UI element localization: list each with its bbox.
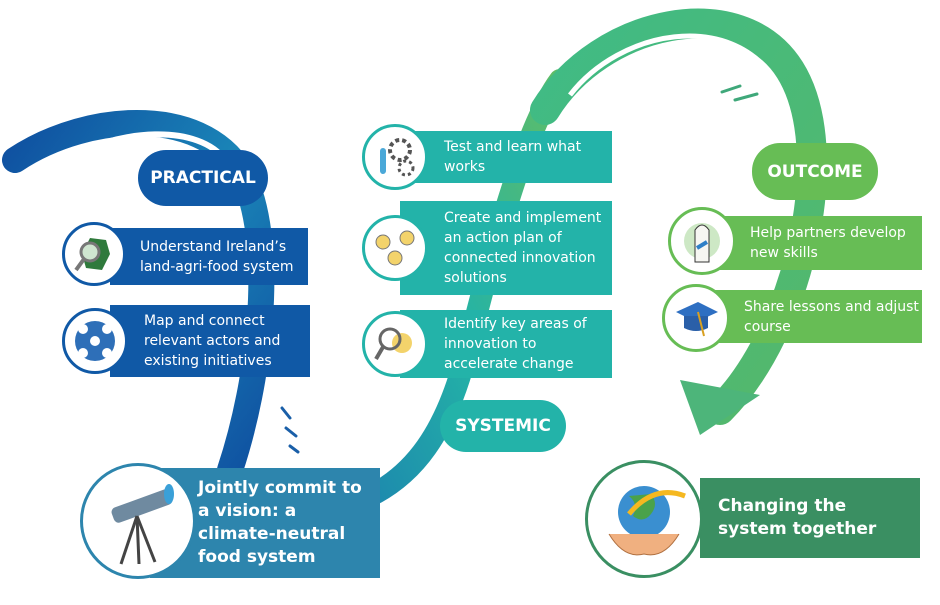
outcome-arrowhead (680, 380, 760, 435)
network-people-icon (62, 308, 128, 374)
outcome-label: OUTCOME (752, 143, 878, 200)
item-text: Jointly commit to a vision: a climate-ne… (198, 478, 362, 567)
item-text: Identify key areas of innovation to acce… (444, 316, 587, 372)
practical-item-2: Map and connect relevant actors and exis… (110, 305, 310, 377)
item-text: Help partners develop new skills (750, 225, 906, 261)
systemic-label: SYSTEMIC (440, 400, 566, 452)
gears-flask-icon (362, 124, 428, 190)
graduation-cap-icon (662, 284, 730, 352)
outcome-item-1: Help partners develop new skills (718, 216, 922, 270)
person-wrench-icon (668, 207, 736, 275)
item-text: Test and learn what works (444, 139, 582, 175)
final-box: Changing the system together (700, 478, 920, 558)
practical-label: PRACTICAL (138, 150, 268, 206)
item-text: Share lessons and adjust course (744, 298, 919, 335)
item-text: Map and connect relevant actors and exis… (144, 313, 281, 369)
item-text: Changing the system together (718, 496, 877, 539)
globe-hands-icon (585, 460, 703, 578)
ireland-magnifier-icon (62, 222, 126, 286)
item-text: Create and implement an action plan of c… (444, 210, 602, 286)
practical-item-1: Understand Ireland’s land-agri-food syst… (110, 228, 308, 285)
lightbulbs-icon (362, 215, 428, 281)
outcome-item-2: Share lessons and adjust course (712, 290, 922, 343)
systemic-item-2: Create and implement an action plan of c… (400, 201, 612, 295)
magnifier-bulb-icon (362, 311, 428, 377)
systemic-item-3: Identify key areas of innovation to acce… (400, 310, 612, 378)
systemic-item-1: Test and learn what works (400, 131, 612, 183)
item-text: Understand Ireland’s land-agri-food syst… (140, 238, 294, 275)
telescope-icon (80, 463, 196, 579)
